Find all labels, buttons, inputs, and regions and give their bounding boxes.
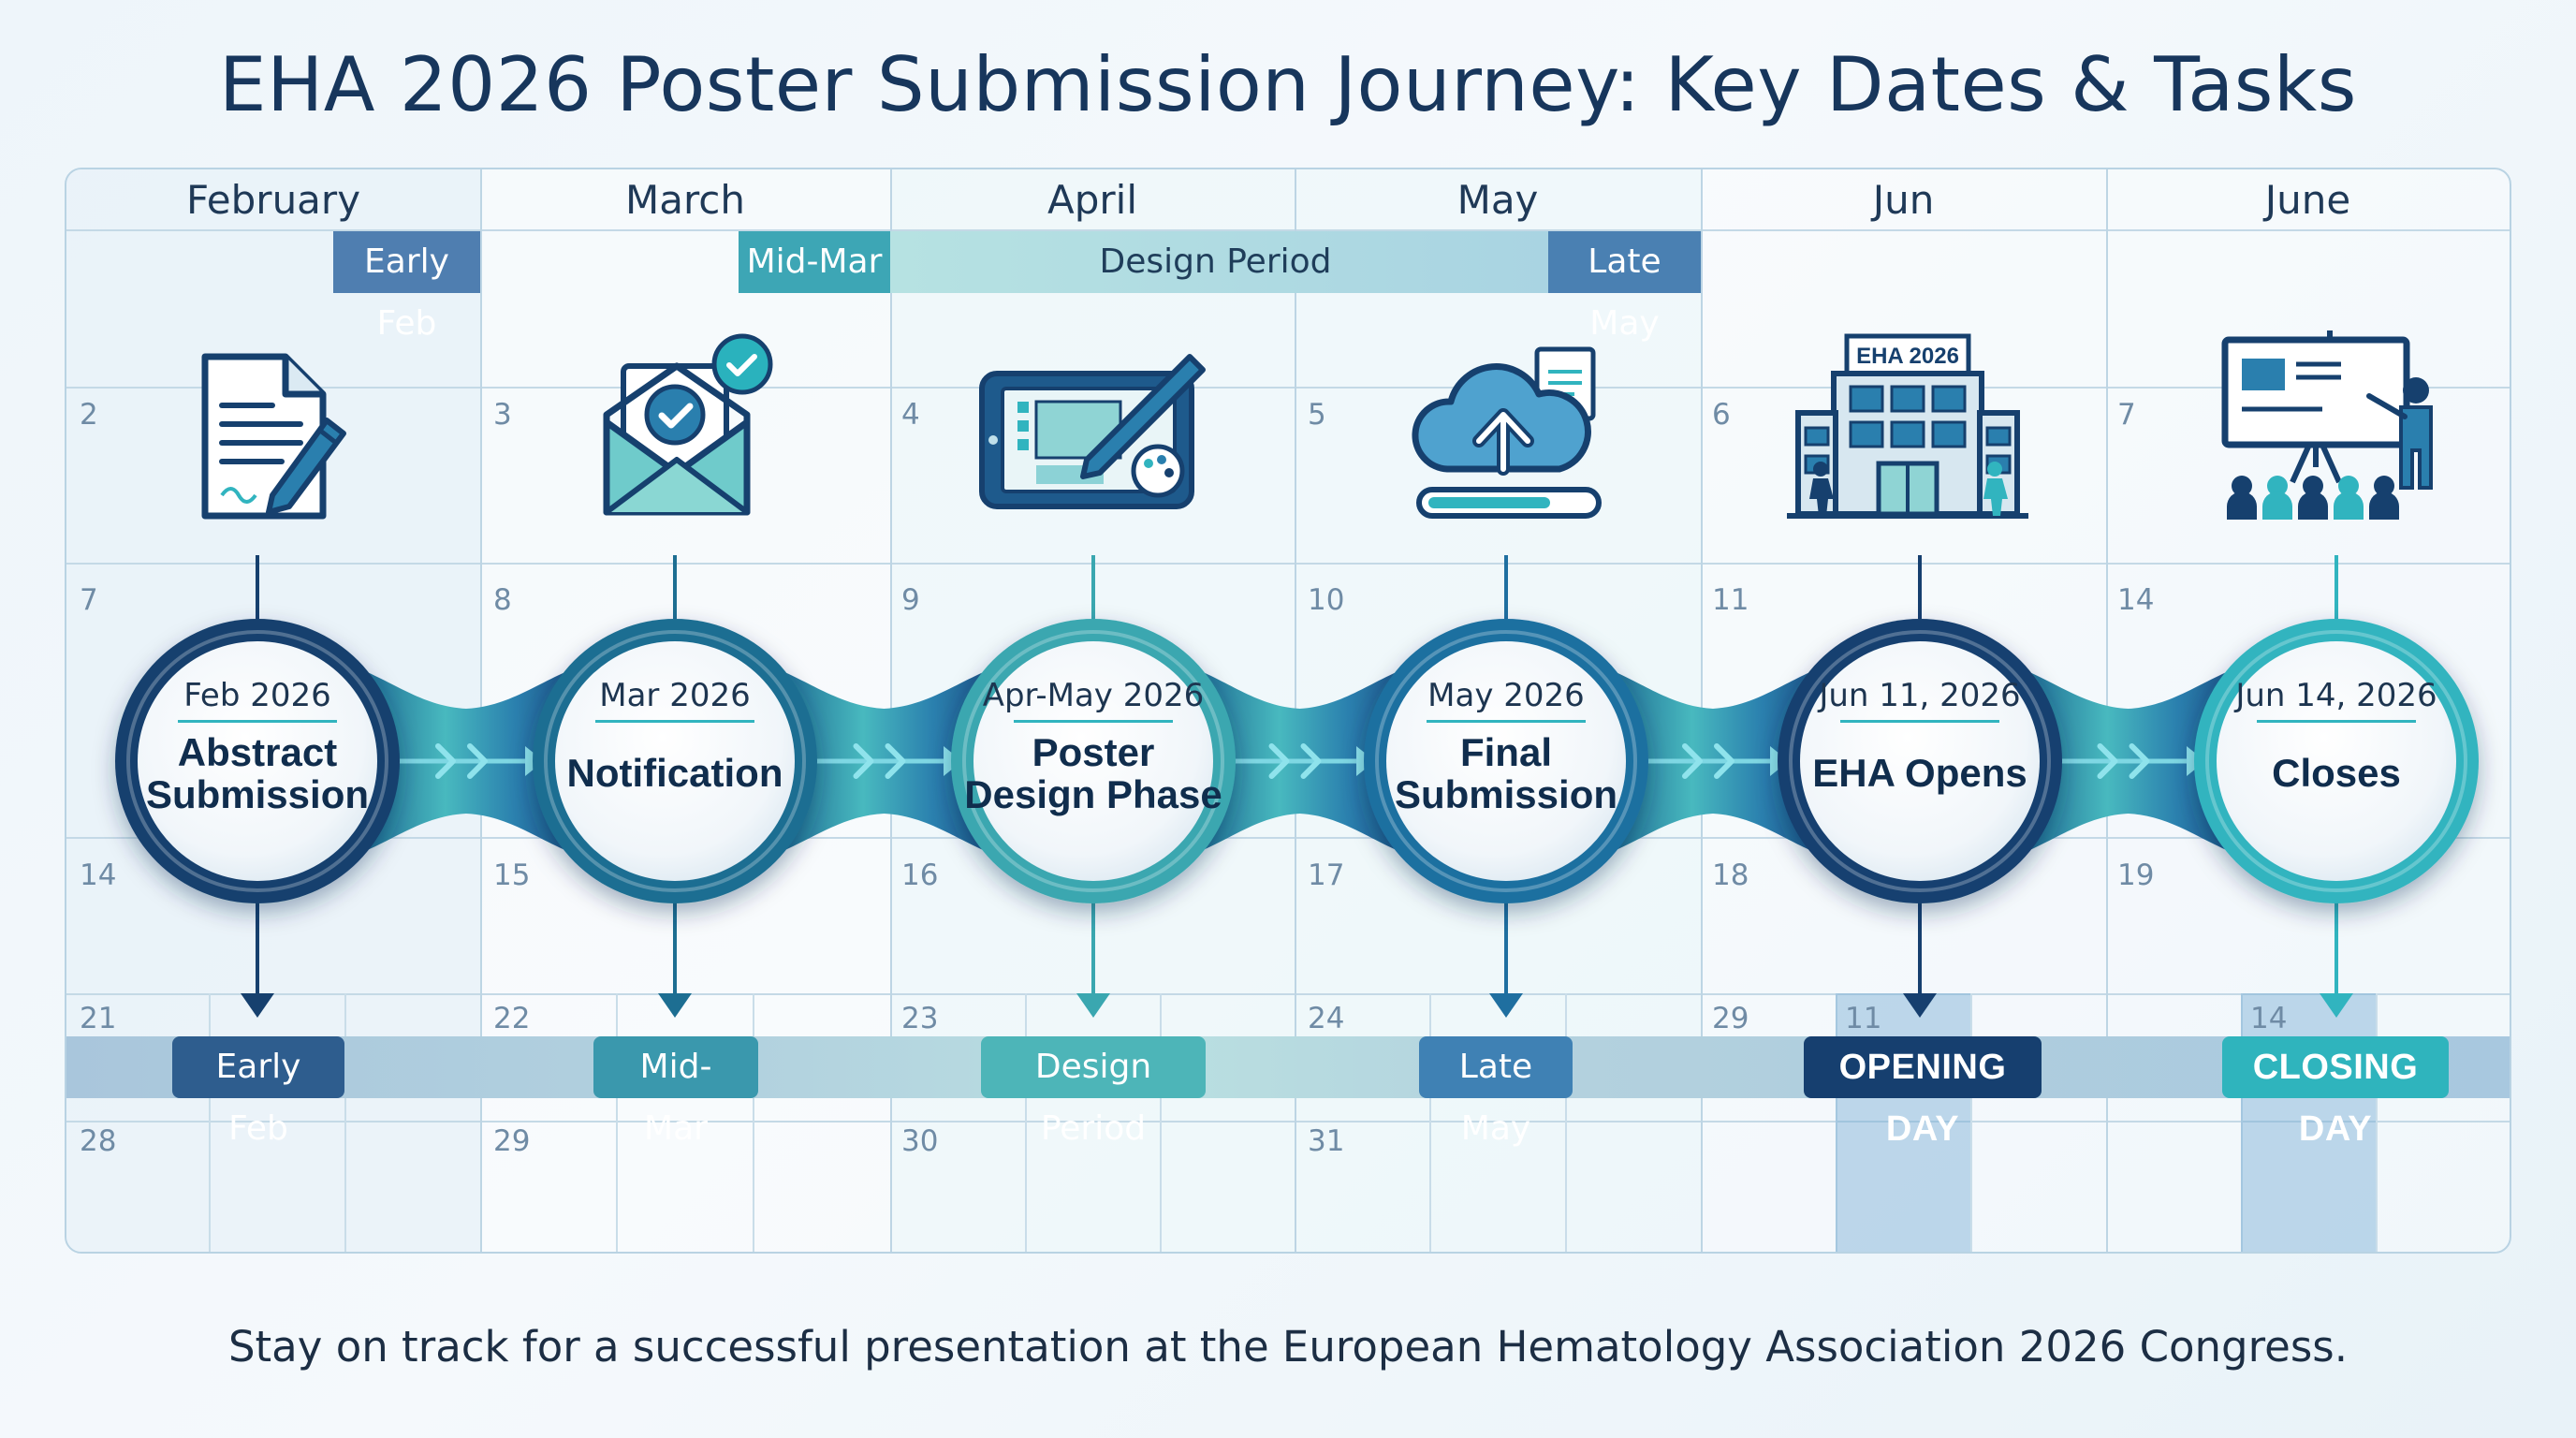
chevron-right-icon: [853, 743, 906, 779]
milestone-timeline: [115, 555, 2479, 1018]
day-number: 30: [901, 1124, 939, 1158]
milestone-name: Poster Design Phase: [964, 730, 1222, 816]
bottom-date-band: [66, 1036, 2510, 1098]
milestone-divider: [2257, 720, 2416, 723]
milestone-date: Feb 2026: [183, 677, 331, 714]
milestone-date: Jun 14, 2026: [2235, 677, 2437, 714]
day-number: 18: [1712, 858, 1749, 892]
milestone-date: Apr-May 2026: [982, 677, 1205, 714]
milestone-divider: [1840, 720, 1999, 723]
month-header-jun: Jun: [1872, 177, 1935, 223]
day-number: 8: [493, 583, 512, 617]
milestone-date: May 2026: [1427, 677, 1585, 714]
day-number: 6: [1712, 398, 1731, 432]
day-number: 4: [901, 398, 920, 432]
day-number: 19: [2117, 858, 2155, 892]
calendar-frame: February March April May Jun June Early …: [65, 168, 2511, 1254]
arrow-down-icon: [1903, 993, 1937, 1018]
milestone-name: Final Submission: [1394, 730, 1618, 816]
page-title: EHA 2026 Poster Submission Journey: Key …: [219, 41, 2357, 128]
day-number: 11: [1712, 583, 1749, 617]
milestone-disc: [1386, 641, 1626, 881]
day-number: 7: [80, 583, 98, 617]
day-number: 14: [80, 858, 117, 892]
day-number: 14: [2250, 1002, 2288, 1035]
day-number: 9: [901, 583, 920, 617]
day-number: 2: [80, 398, 98, 432]
pill-late-may: Late May: [1419, 1036, 1573, 1148]
day-number: 11: [1845, 1002, 1882, 1035]
month-header-february: February: [185, 177, 361, 223]
arrow-down-icon: [658, 993, 692, 1018]
top-band-design-period: Design Period: [1099, 242, 1332, 281]
pill-design-period: Design Period: [981, 1036, 1206, 1148]
milestone-date: Mar 2026: [599, 677, 751, 714]
pill-closing-day: CLOSING DAY: [2222, 1036, 2449, 1149]
day-number: 17: [1308, 858, 1345, 892]
day-number: 7: [2117, 398, 2136, 432]
arrow-down-icon: [2320, 993, 2353, 1018]
day-number: 31: [1308, 1124, 1345, 1158]
milestone-divider: [1014, 720, 1173, 723]
milestone-disc: [2217, 641, 2456, 881]
milestone-disc: [1800, 641, 2040, 881]
day-number: 28: [80, 1124, 117, 1158]
top-band-early-feb: Early Feb: [364, 242, 449, 343]
chevron-right-icon: [1682, 743, 1734, 779]
arrow-down-icon: [241, 993, 274, 1018]
day-number: 3: [493, 398, 512, 432]
day-number: 22: [493, 1002, 531, 1035]
milestone-disc: [973, 641, 1213, 881]
chevron-right-icon: [1268, 743, 1322, 779]
milestone-name: Closes: [2272, 751, 2401, 795]
top-band-mid-mar: Mid-Mar: [746, 242, 883, 281]
chevron-right-icon: [2097, 743, 2150, 779]
presentation-audience-icon: [2221, 330, 2433, 520]
milestone-divider: [595, 720, 754, 723]
pill-early-feb: Early Feb: [172, 1036, 344, 1148]
milestone-name: Notification: [566, 751, 783, 795]
day-number: 10: [1308, 583, 1345, 617]
day-number: 29: [1712, 1002, 1749, 1035]
milestone-name: Abstract Submission: [145, 730, 370, 816]
day-number: 24: [1308, 1002, 1345, 1035]
chevron-right-icon: [435, 743, 488, 779]
pill-opening-day: OPENING DAY: [1804, 1036, 2042, 1149]
milestone-name: EHA Opens: [1812, 751, 2027, 795]
pill-mid-mar: Mid-Mar: [593, 1036, 758, 1148]
day-number: 14: [2117, 583, 2155, 617]
day-number: 29: [493, 1124, 531, 1158]
day-number: 16: [901, 858, 939, 892]
day-number: 5: [1308, 398, 1326, 432]
top-band-late-may: Late May: [1588, 242, 1661, 343]
milestone-disc: [555, 641, 795, 881]
month-header-april: April: [1047, 177, 1137, 223]
arrow-down-icon: [1489, 993, 1523, 1018]
footer-caption: Stay on track for a successful presentat…: [227, 1322, 2349, 1372]
milestone-divider: [178, 720, 337, 723]
building-sign-text: EHA 2026: [1856, 344, 1959, 369]
month-header-march: March: [624, 177, 746, 223]
month-header-june: June: [2264, 177, 2351, 223]
arrow-down-icon: [1076, 993, 1110, 1018]
milestone-divider: [1427, 720, 1586, 723]
congress-building-icon: EHA 2026: [1787, 333, 2028, 519]
document-pen-icon: [201, 353, 346, 520]
day-number: 21: [80, 1002, 117, 1035]
milestone-date: Jun 11, 2026: [1819, 677, 2021, 714]
month-header-may: May: [1456, 177, 1539, 223]
tablet-design-icon: [979, 354, 1206, 509]
envelope-check-icon: [603, 333, 773, 516]
milestone-disc: [138, 641, 377, 881]
day-number: 15: [493, 858, 531, 892]
cloud-upload-icon: [1412, 346, 1602, 519]
day-number: 23: [901, 1002, 939, 1035]
